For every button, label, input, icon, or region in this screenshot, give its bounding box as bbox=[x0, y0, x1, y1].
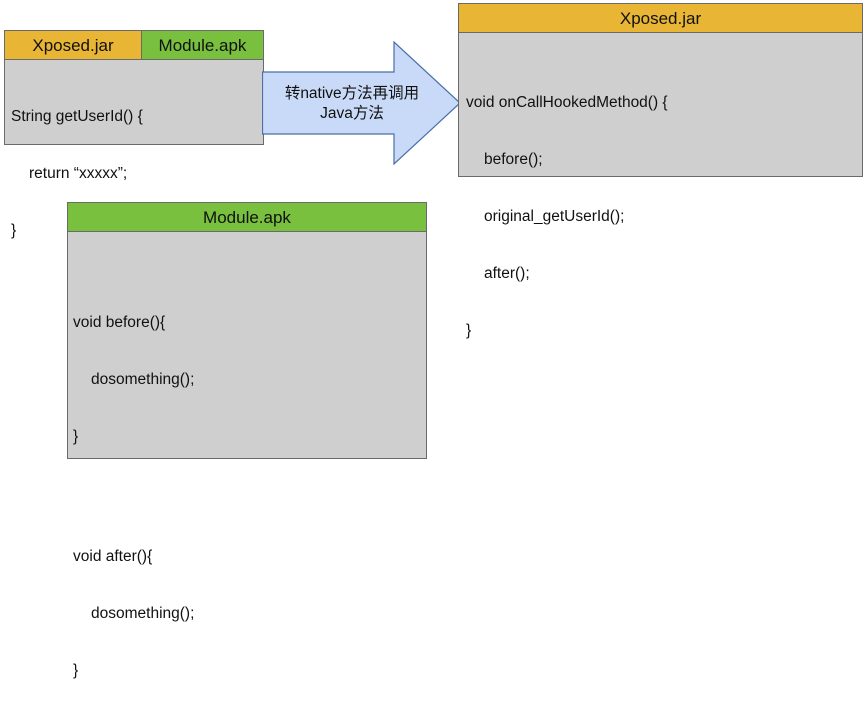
module-apk-header: Module.apk bbox=[67, 202, 427, 232]
code-line: return “xxxxx”; bbox=[29, 165, 128, 182]
xposed-jar-header: Xposed.jar bbox=[458, 3, 863, 33]
module-apk-box: void before(){ dosomething(); } void aft… bbox=[67, 202, 427, 679]
code-line: void after(){ bbox=[73, 548, 153, 565]
module-apk-code: void before(){ dosomething(); } void aft… bbox=[68, 275, 426, 718]
code-line bbox=[73, 484, 426, 509]
hook-arrow-shape bbox=[262, 41, 461, 165]
code-line: dosomething(); bbox=[91, 605, 195, 622]
original-method-code: String getUserId() { return “xxxxx”; } bbox=[5, 69, 263, 278]
code-line: void before(){ bbox=[73, 314, 166, 331]
code-line: } bbox=[73, 662, 79, 679]
code-line: after(); bbox=[484, 265, 530, 282]
code-line: } bbox=[73, 428, 79, 445]
arrow-label-line2: Java方法 bbox=[320, 105, 384, 122]
code-line: void onCallHookedMethod() { bbox=[466, 94, 668, 111]
code-line: dosomething(); bbox=[91, 371, 195, 388]
hook-arrow bbox=[262, 41, 461, 165]
code-line: } bbox=[466, 322, 472, 339]
xposed-jar-code: void onCallHookedMethod() { before(); or… bbox=[459, 55, 862, 378]
code-line: String getUserId() { bbox=[11, 108, 143, 125]
code-line: before(); bbox=[484, 151, 543, 168]
original-box-header-xposed: Xposed.jar bbox=[4, 30, 142, 60]
code-line: } bbox=[11, 222, 17, 239]
original-box-header-module: Module.apk bbox=[141, 30, 264, 60]
code-line: original_getUserId(); bbox=[484, 208, 625, 225]
arrow-label-line1: 转native方法再调用 bbox=[284, 85, 420, 102]
